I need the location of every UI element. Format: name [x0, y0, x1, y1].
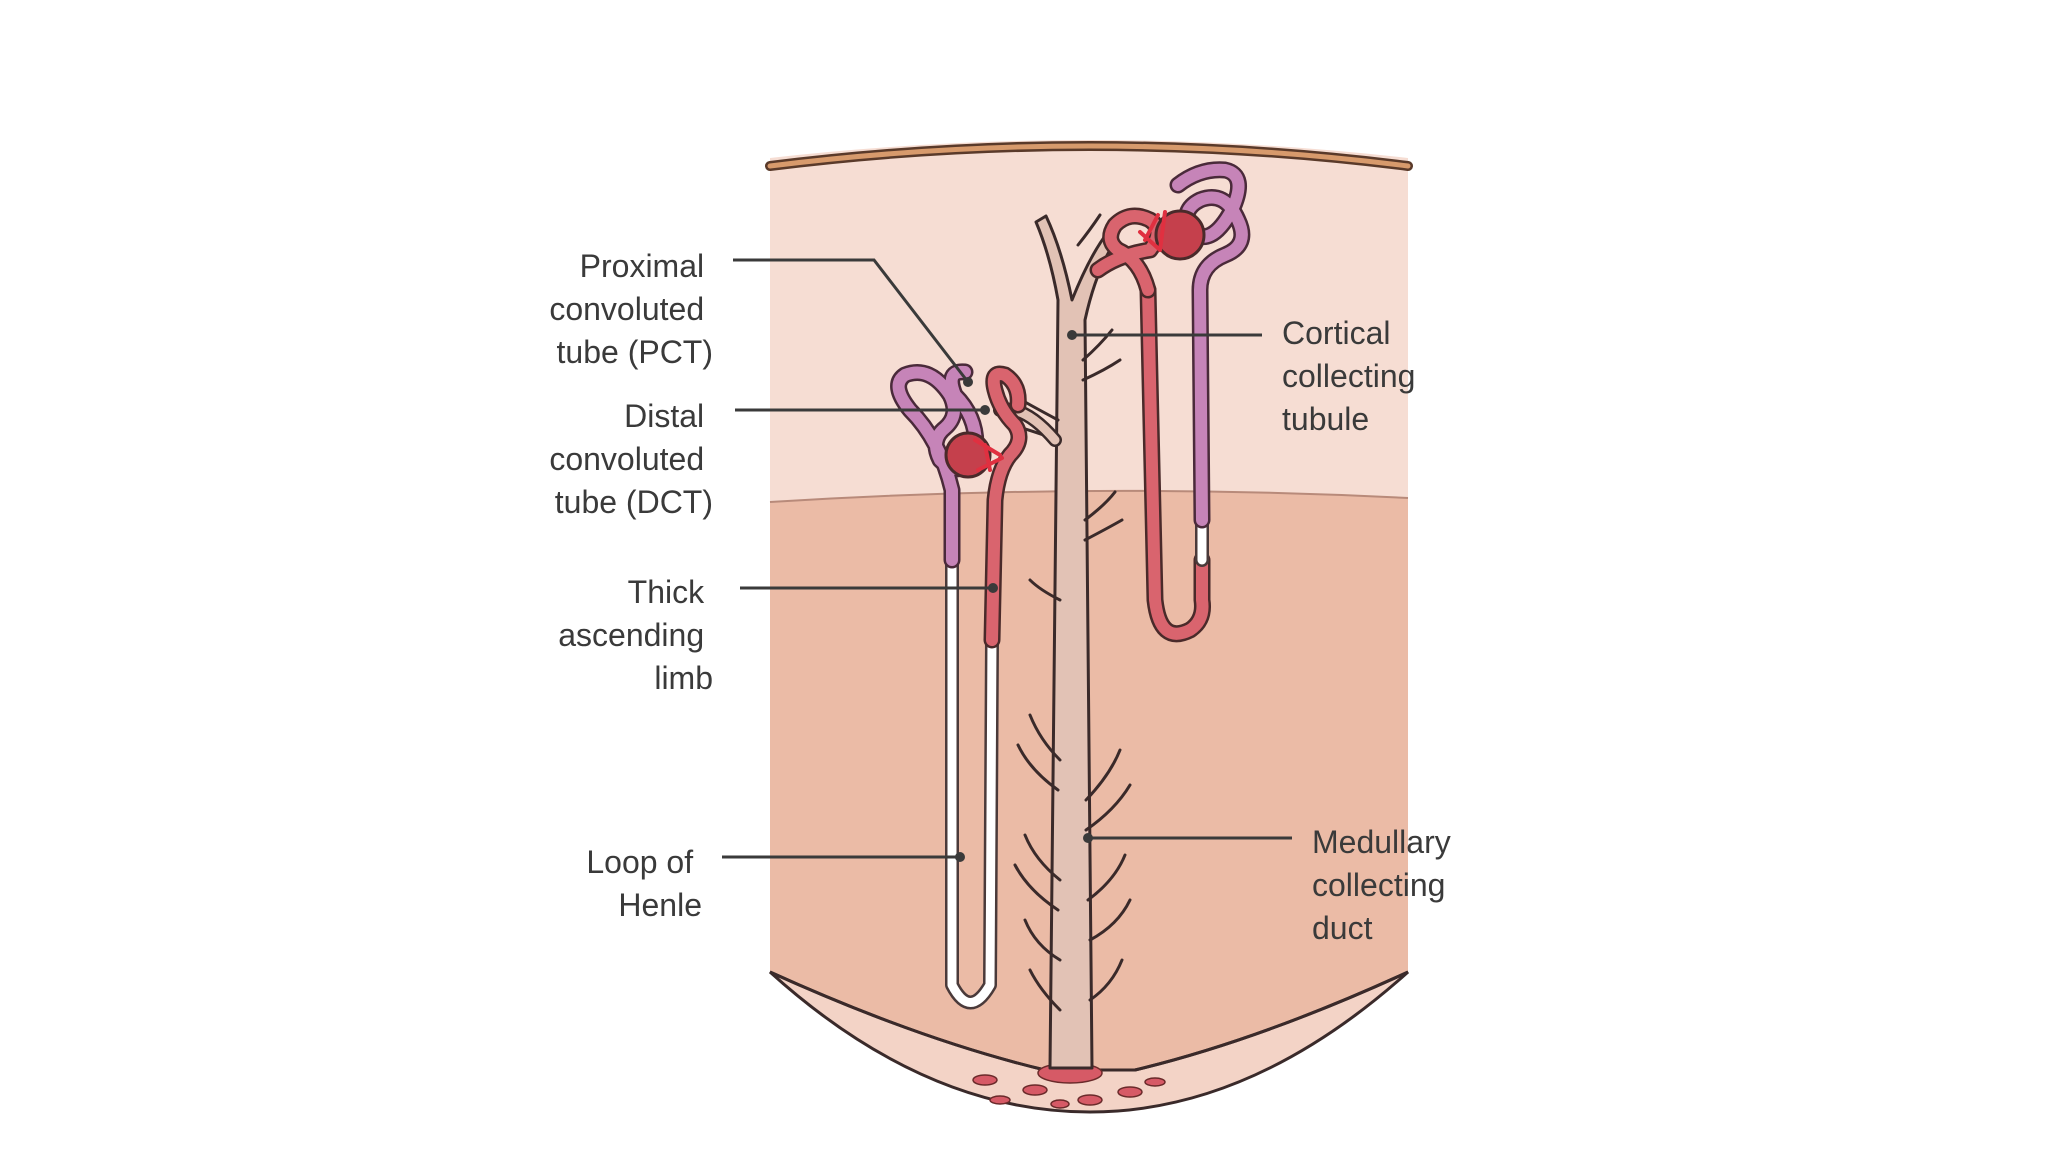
pct-leader	[733, 258, 970, 383]
pct-label: Proximal convoluted tube (PCT)	[549, 248, 713, 370]
corticomedullary-border	[769, 489, 1409, 503]
thick-ascending-limb-label: Thick ascending limb	[558, 574, 713, 696]
glomerulus-left	[944, 431, 992, 479]
right-nephron	[1089, 161, 1251, 643]
glomerulus-right	[1154, 209, 1206, 261]
left-nephron	[890, 363, 1028, 1010]
leader-lines	[722, 258, 1292, 862]
loop-of-henle-label: Loop of Henle	[586, 844, 702, 923]
medullary-collecting-duct-label: Medullary collecting duct	[1312, 824, 1460, 946]
labels: Proximal convoluted tube (PCT) Distal co…	[549, 248, 1460, 946]
cortical-collecting-tubule-label: Cortical collecting tubule	[1282, 315, 1424, 437]
dct-label: Distal convoluted tube (DCT)	[549, 398, 713, 520]
